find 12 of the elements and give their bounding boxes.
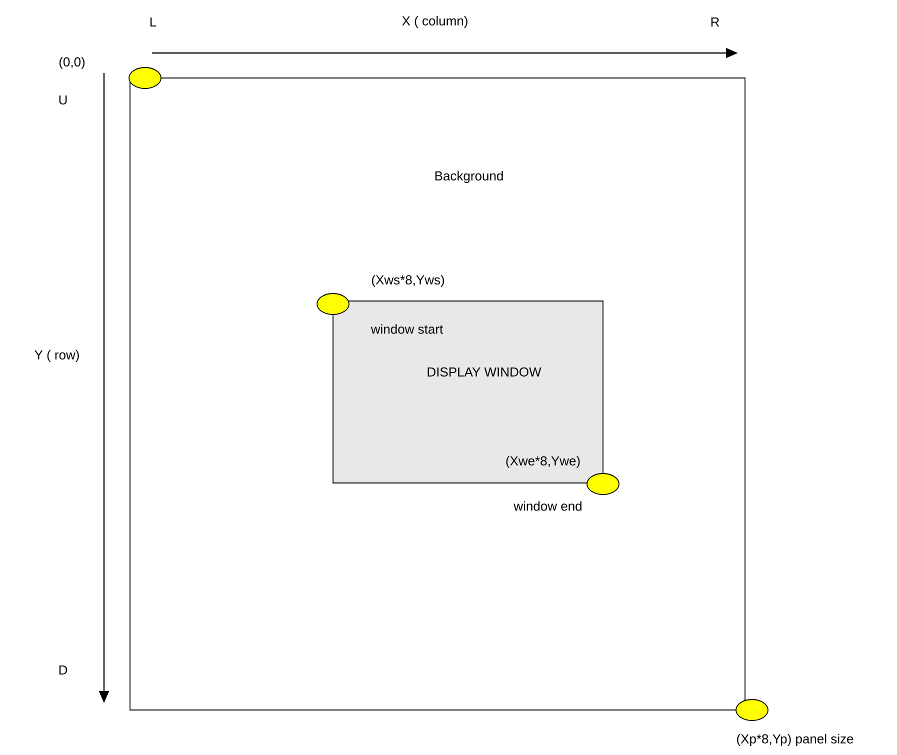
label: (Xwe*8,Ywe) bbox=[506, 456, 580, 468]
label: U bbox=[59, 95, 67, 105]
label: window end bbox=[514, 501, 582, 511]
label: (Xws*8,Yws) bbox=[372, 274, 444, 288]
label: (Xp*8,Yp) panel size bbox=[737, 734, 854, 746]
label: R bbox=[711, 18, 720, 26]
label: (0,0) bbox=[59, 56, 85, 70]
label: D bbox=[59, 666, 68, 674]
label: L bbox=[150, 18, 156, 26]
label: window start bbox=[370, 324, 443, 334]
label: X ( column) bbox=[402, 16, 468, 28]
label: Y ( row) bbox=[34, 350, 79, 362]
